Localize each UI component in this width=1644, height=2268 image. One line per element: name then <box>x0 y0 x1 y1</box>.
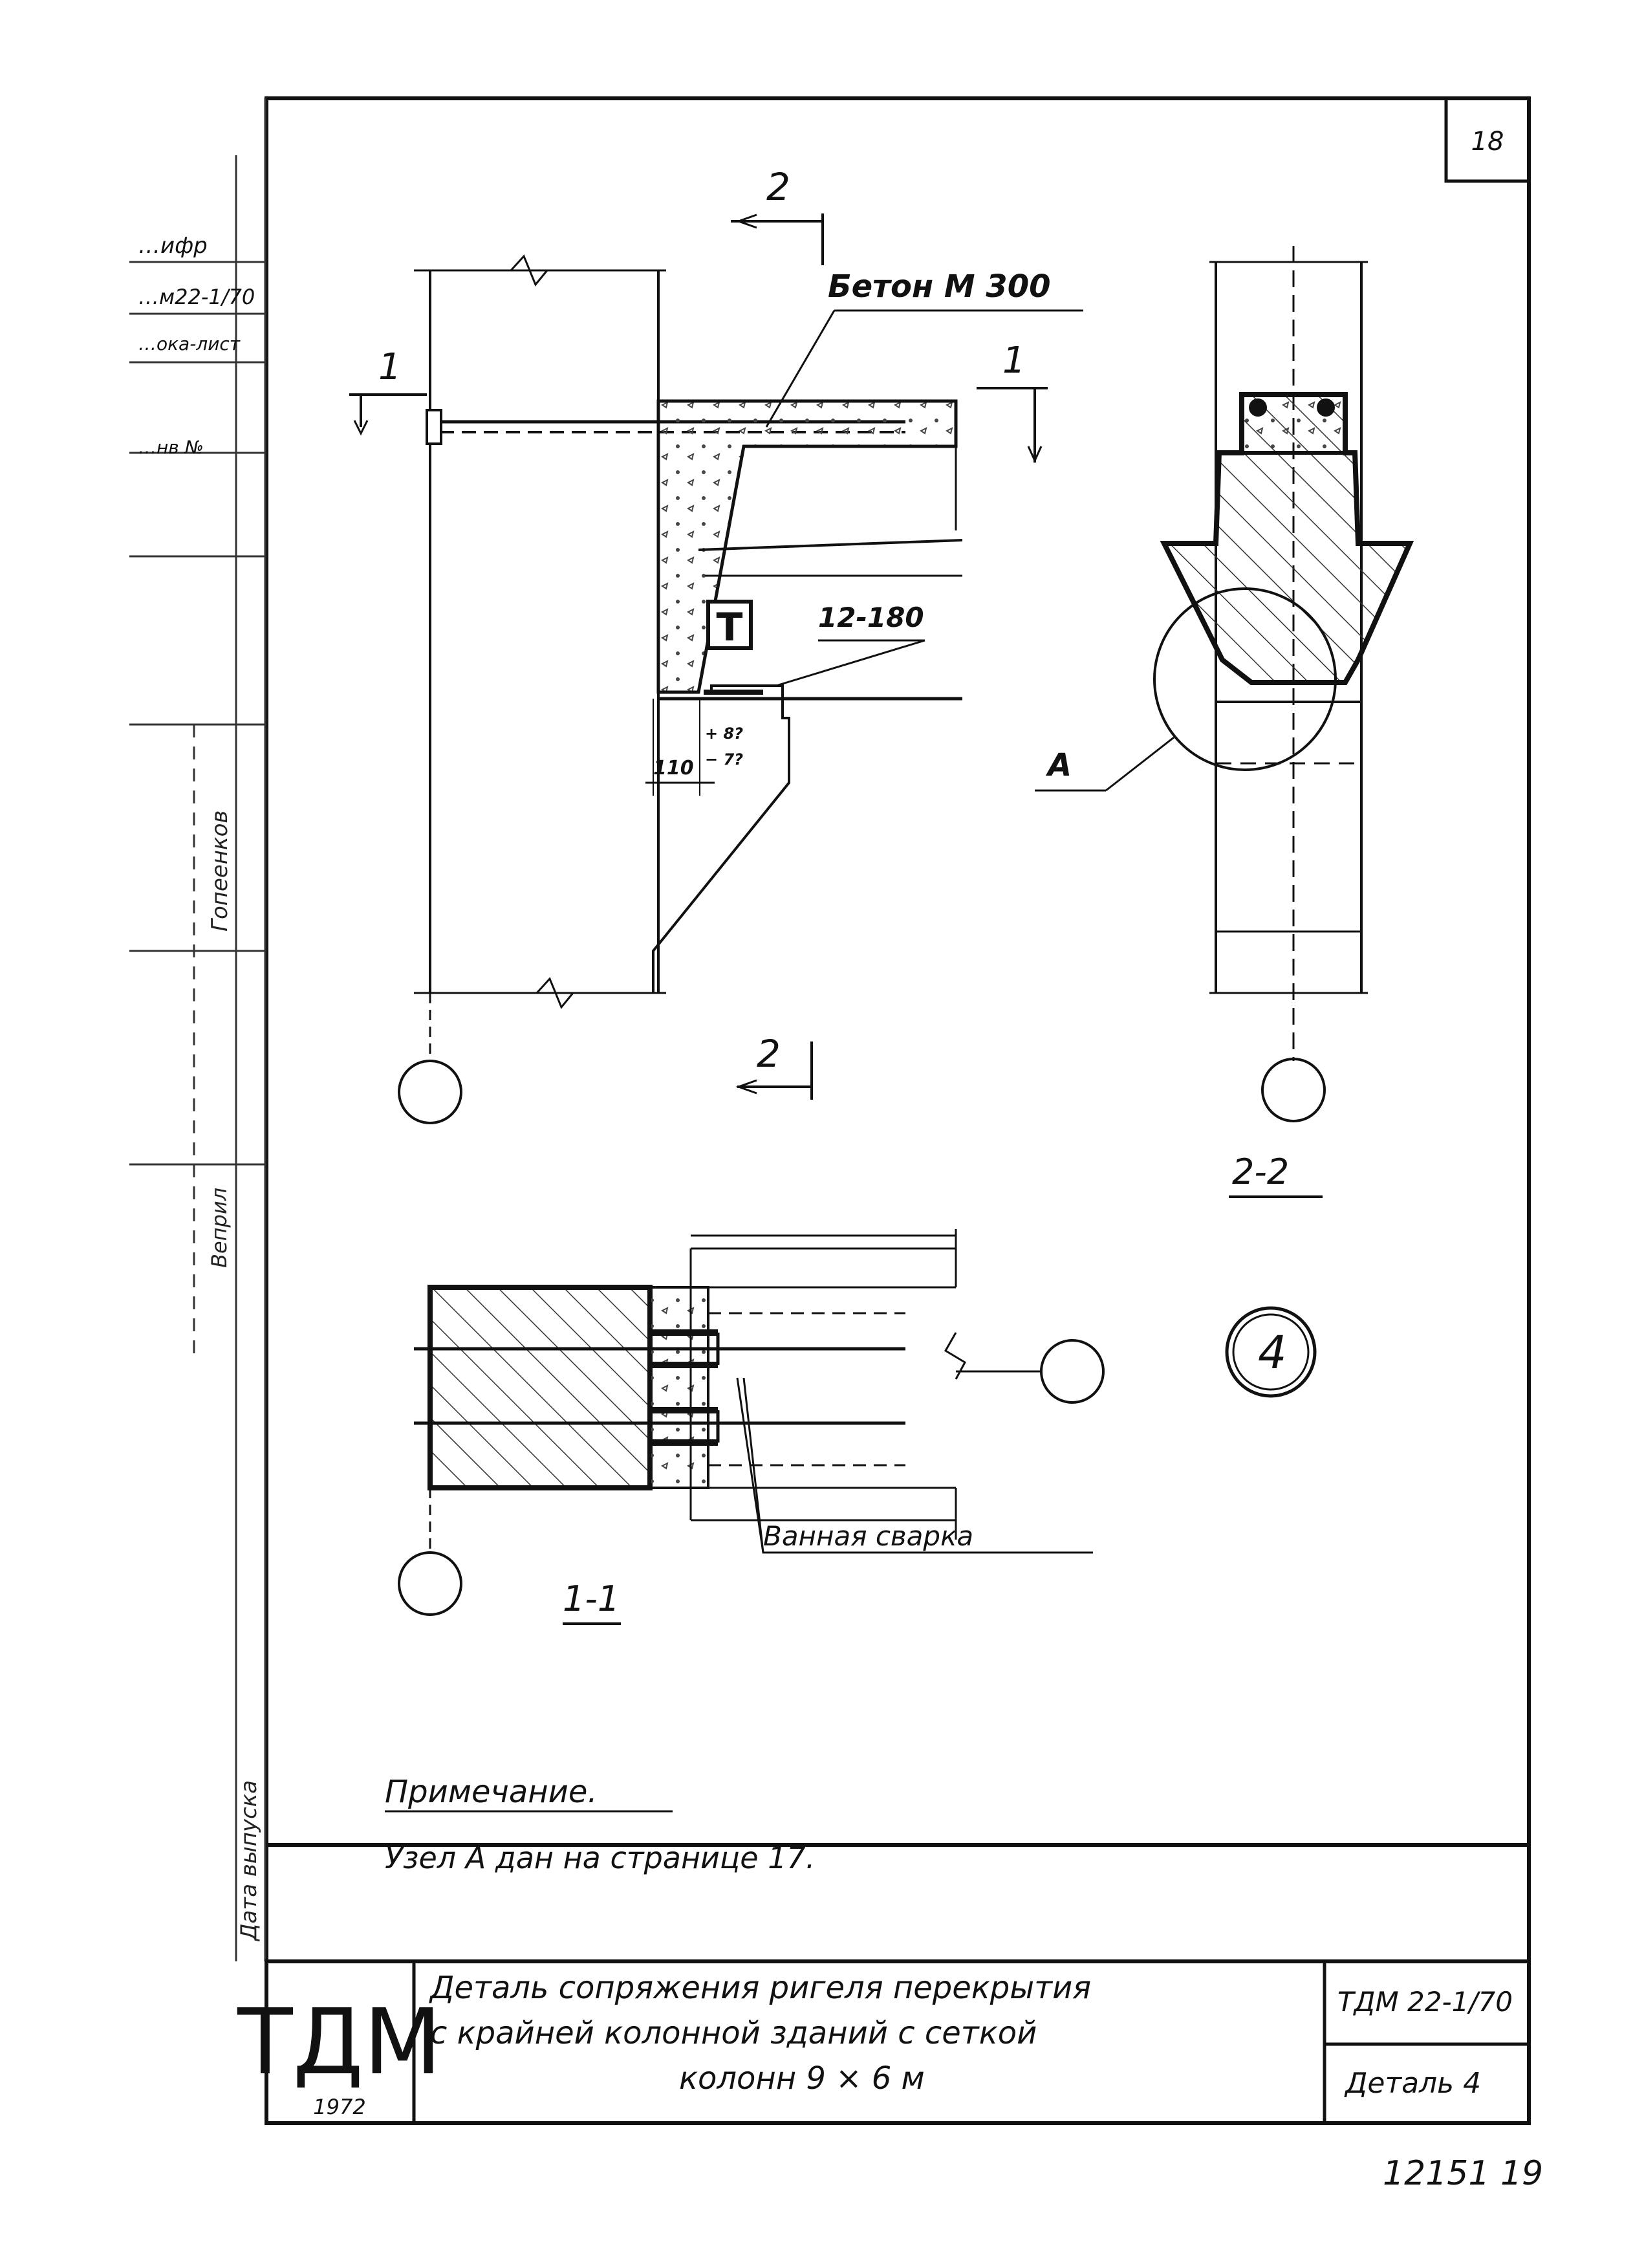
drawing-code: ТДМ 22-1/70 <box>1337 1986 1513 2018</box>
organization-logo: ТДМ <box>237 1990 442 2095</box>
strip-label-4: …нв № <box>138 437 204 458</box>
strip-label-3: …ока-лист <box>138 333 241 354</box>
sheet-label: Деталь 4 <box>1345 2067 1482 2100</box>
front-elevation <box>349 213 1083 1124</box>
detail-number: 4 <box>1258 1326 1287 1379</box>
sheet-frame <box>265 96 1531 1963</box>
strip-label-1: …ифр <box>138 233 208 259</box>
cut-mark-2-bottom: 2 <box>757 1032 781 1076</box>
tolerance-upper: + 8? <box>705 725 744 743</box>
section-1-1-title: 1-1 <box>563 1578 620 1619</box>
section-2-2 <box>1035 246 1414 1198</box>
tolerance-lower: − 7? <box>705 750 744 769</box>
strip-vertical-1: Гопеенков <box>207 810 233 932</box>
strip-vertical-2: Веприл <box>207 1187 232 1268</box>
rebar-spacing-label: 12-180 <box>818 602 924 633</box>
cut-mark-2-top: 2 <box>766 165 790 209</box>
cut-mark-1-left: 1 <box>378 346 402 388</box>
concrete-grade-label: Бетон М 300 <box>828 268 1051 305</box>
title-line-2: с крайней колонной зданий с сеткой <box>430 2015 1037 2051</box>
note-title: Примечание. <box>385 1774 598 1810</box>
page-number-box: 18 <box>1444 96 1531 183</box>
title-line-3: колонн 9 × 6 м <box>679 2060 925 2097</box>
cut-mark-1-right: 1 <box>1002 340 1026 382</box>
archive-stamp: 12151 19 <box>1383 2154 1544 2193</box>
page-number: 18 <box>1471 127 1504 157</box>
strip-vertical-3: Дата выпуска <box>236 1780 262 1941</box>
note-text: Узел А дан на странице 17. <box>385 1840 816 1875</box>
detail-a-label: А <box>1048 747 1072 783</box>
dimension-110: 110 <box>653 757 694 780</box>
section-2-2-title: 2-2 <box>1232 1151 1290 1192</box>
stamp-symbol-box: Т <box>706 600 753 650</box>
section-1-1 <box>398 1229 1317 1625</box>
welding-label: Ванная сварка <box>763 1520 974 1552</box>
left-strip <box>129 98 266 1961</box>
title-block <box>265 1959 1531 2125</box>
title-line-1: Деталь сопряжения ригеля перекрытия <box>430 1970 1092 2006</box>
strip-label-2: …м22-1/70 <box>138 285 255 309</box>
stamp-symbol: Т <box>717 605 743 650</box>
drawing-year: 1972 <box>313 2095 365 2119</box>
